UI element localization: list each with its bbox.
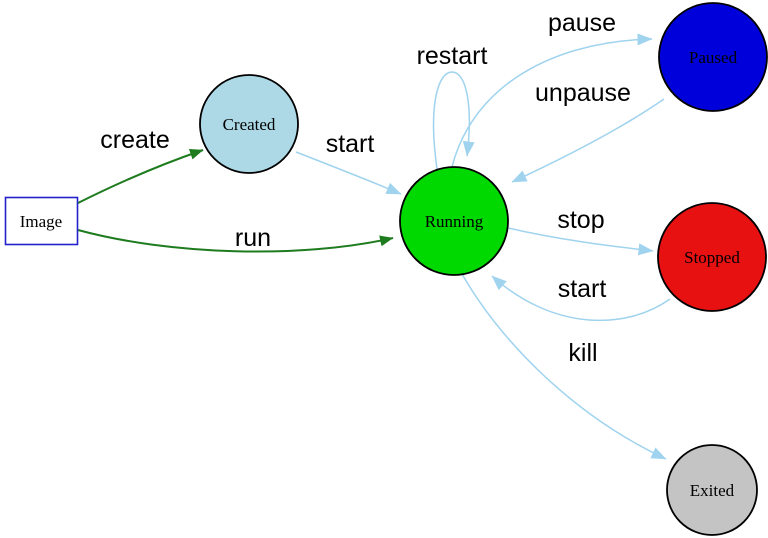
edge-label-kill: kill (568, 339, 597, 367)
node-label-exited: Exited (690, 481, 735, 500)
edge-label-stop: stop (557, 206, 604, 234)
stopped-circle (657, 202, 767, 312)
node-label-stopped: Stopped (684, 248, 740, 267)
paused-circle (658, 2, 768, 112)
edge-restart-self-loop (432, 71, 475, 170)
node-running: Running (399, 166, 509, 276)
edge-pause (451, 33, 653, 168)
node-created: Created (199, 74, 299, 174)
edge-label-run: run (235, 224, 271, 252)
edge-start-created-running (295, 151, 402, 195)
edge-unpause (511, 98, 665, 183)
edge-label-start-created: start (326, 130, 375, 158)
exited-circle (666, 444, 758, 536)
edge-stop (507, 227, 654, 256)
node-label-running: Running (425, 212, 484, 231)
node-paused: Paused (658, 2, 768, 112)
edge-start-stopped-running (491, 275, 671, 322)
node-stopped: Stopped (657, 202, 767, 312)
image-box (4, 196, 79, 246)
edge-label-unpause: unpause (535, 79, 631, 107)
created-circle (199, 74, 299, 174)
edge-label-create: create (100, 126, 169, 154)
node-exited: Exited (666, 444, 758, 536)
edge-label-start-stopped: start (558, 275, 607, 303)
node-label-created: Created (223, 115, 276, 134)
node-label-paused: Paused (689, 48, 738, 67)
node-image: Image (4, 196, 79, 246)
edge-label-restart: restart (417, 42, 488, 70)
edge-label-pause: pause (548, 9, 616, 37)
running-circle (399, 166, 509, 276)
edge-kill (461, 273, 667, 460)
edge-create (77, 149, 204, 204)
edge-run (77, 229, 394, 253)
node-label-image: Image (20, 212, 62, 231)
